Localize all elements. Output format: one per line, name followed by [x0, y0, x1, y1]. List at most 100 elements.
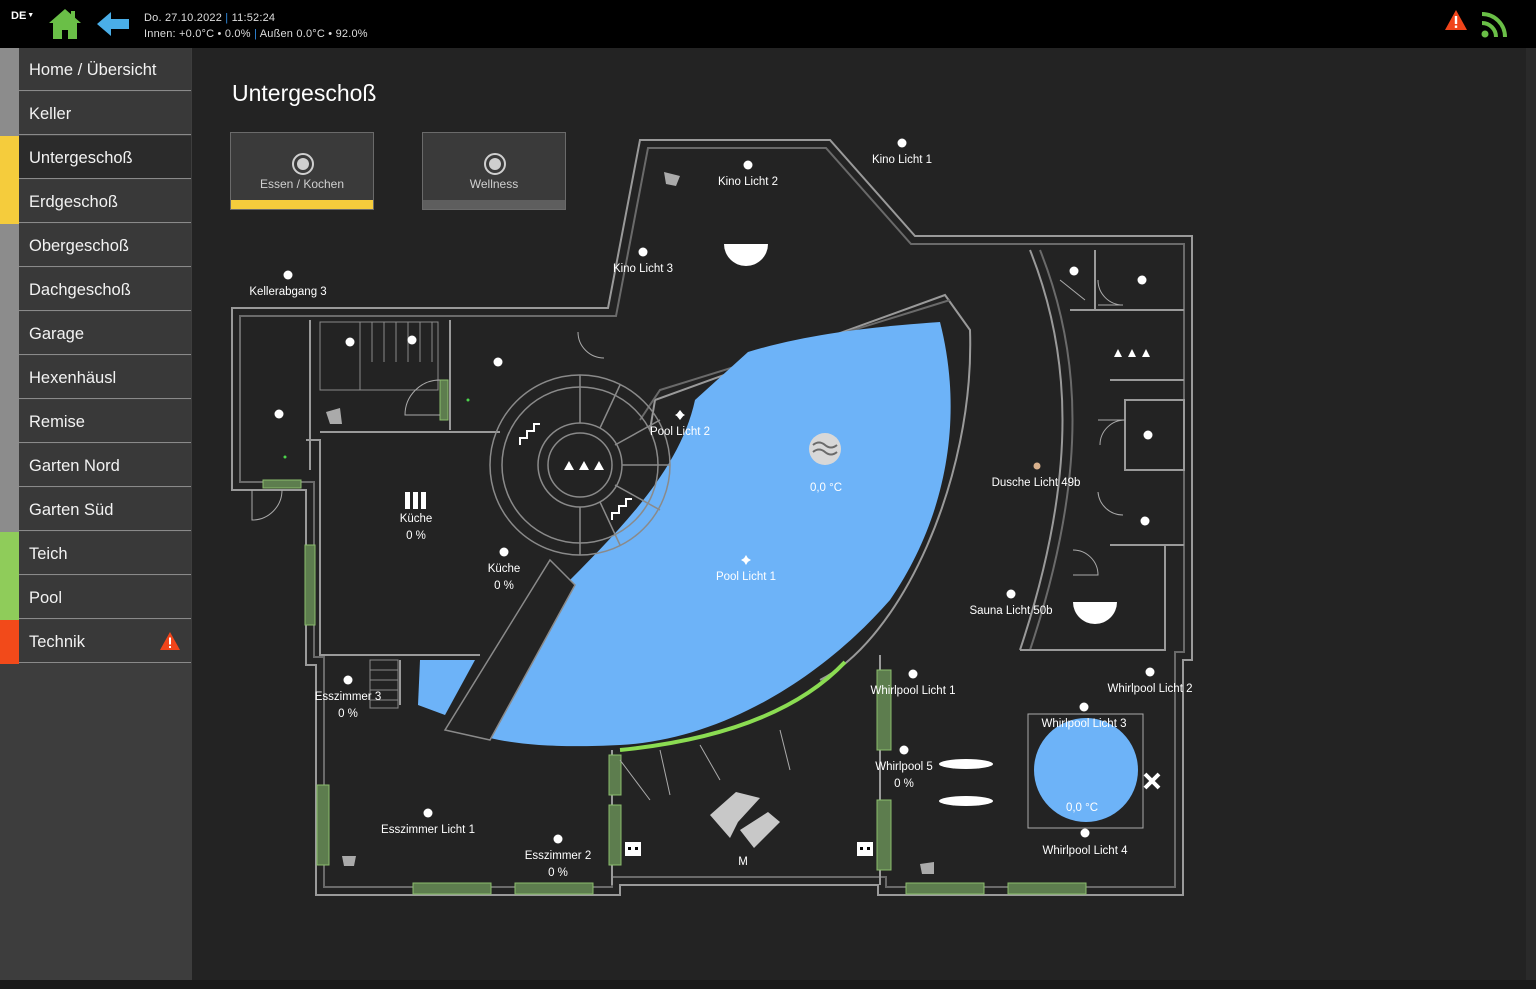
sidebar-item-pool[interactable]: Pool [0, 576, 192, 620]
sensor-dot [283, 455, 287, 459]
sidebar-item-label: Garten Nord [29, 457, 120, 475]
date-time-climate: Do. 27.10.2022 | 11:52:24 Innen: +0.0°C … [144, 12, 368, 40]
whirlpool-basin [1034, 718, 1138, 822]
star-light-icon[interactable] [675, 410, 751, 565]
sidebar-item-color-strip [0, 488, 19, 532]
warning-triangle-icon[interactable] [1444, 9, 1468, 31]
whirlpool-frame [1027, 713, 1144, 829]
sidebar-item-label: Teich [29, 545, 68, 563]
pool-basin-corner [418, 660, 475, 715]
climate-outside: Außen 0.0°C • 92.0% [259, 28, 368, 40]
spotlight-icon[interactable] [724, 244, 1117, 624]
sidebar-item-color-strip [0, 312, 19, 356]
scene-label: Essen / Kochen [259, 177, 345, 191]
bell-icon[interactable] [326, 172, 934, 874]
light-group-icon[interactable] [564, 349, 1150, 470]
scroll-edge [1526, 48, 1536, 980]
kino-licht-2-label: Kino Licht 2 [718, 176, 778, 188]
sidebar-item-color-strip [0, 532, 19, 576]
warning-triangle-icon [160, 632, 180, 650]
sidebar-item-home-übersicht[interactable]: Home / Übersicht [0, 48, 192, 92]
sidebar-item-untergeschoß[interactable]: Untergeschoß [0, 136, 192, 180]
sidebar-item-label: Garage [29, 325, 85, 343]
whirlpool-licht-4-label: Whirlpool Licht 4 [1042, 845, 1128, 857]
blinds-icon[interactable] [405, 492, 426, 509]
floorplan: Kino Licht 1 Kino Licht 2 Kino Licht 3 K… [231, 138, 1193, 896]
sidebar-item-remise[interactable]: Remise [0, 400, 192, 444]
scene-button-essen-kochen[interactable]: Essen / Kochen [230, 132, 374, 210]
house-icon[interactable] [47, 6, 83, 42]
kino-licht-3-label: Kino Licht 3 [613, 263, 673, 275]
esszimmer-2-label: Esszimmer 2 [525, 850, 591, 862]
radio-ring-icon [484, 153, 506, 175]
sauna-licht-label: Sauna Licht 50b [969, 605, 1052, 617]
kueche-blinds-value: 0 % [406, 530, 426, 542]
whirlpool-licht-2-label: Whirlpool Licht 2 [1107, 683, 1192, 695]
whirlpool-licht-1-label: Whirlpool Licht 1 [870, 685, 955, 697]
esszimmer-3-label: Esszimmer 3 [315, 691, 381, 703]
sidebar-item-garten-süd[interactable]: Garten Süd [0, 488, 192, 532]
sidebar-item-keller[interactable]: Keller [0, 92, 192, 136]
sidebar-item-label: Home / Übersicht [29, 61, 157, 79]
outlet-icon[interactable] [625, 842, 873, 856]
sidebar-item-color-strip [0, 576, 19, 620]
stair-ramp [443, 558, 576, 741]
sidebar-item-label: Hexenhäusl [29, 369, 117, 387]
light-dot[interactable] [274, 138, 1155, 844]
esszimmer-licht-1-label: Esszimmer Licht 1 [381, 824, 475, 836]
scene-button-wellness[interactable]: Wellness [422, 132, 566, 210]
spiral-staircase [489, 374, 671, 556]
sidebar-item-label: Technik [29, 633, 85, 651]
sidebar-item-dachgeschoß[interactable]: Dachgeschoß [0, 268, 192, 312]
whirlpool-5-label: Whirlpool 5 [875, 761, 933, 773]
sidebar-item-label: Obergeschoß [29, 237, 129, 255]
sensor-dot [466, 398, 470, 402]
radio-ring-icon [292, 153, 314, 175]
sidebar-item-garten-nord[interactable]: Garten Nord [0, 444, 192, 488]
top-bar: DE▼ Do. 27.10.2022 | 11:52:24 Innen: +0.… [0, 0, 1536, 48]
pool-licht-1-label: Pool Licht 1 [716, 571, 776, 583]
sidebar-item-label: Remise [29, 413, 85, 431]
pool-licht-2-label: Pool Licht 2 [650, 426, 710, 438]
sidebar-item-garage[interactable]: Garage [0, 312, 192, 356]
time: 11:52:24 [231, 12, 276, 24]
arrow-left-icon[interactable] [95, 10, 131, 38]
sidebar-item-technik[interactable]: Technik [0, 620, 192, 664]
nozzle-icon[interactable] [939, 759, 993, 806]
sidebar-item-color-strip [0, 400, 19, 444]
pool-edge [619, 660, 847, 752]
scene-status-bar [231, 200, 373, 209]
rss-signal-icon[interactable] [1480, 11, 1508, 39]
sidebar-item-color-strip [0, 620, 19, 664]
page-title: Untergeschoß [232, 80, 377, 106]
sidebar-item-color-strip [0, 268, 19, 312]
sidebar-item-obergeschoß[interactable]: Obergeschoß [0, 224, 192, 268]
sidebar-item-teich[interactable]: Teich [0, 532, 192, 576]
wave-icon[interactable] [809, 433, 841, 465]
sidebar-item-hexenhäusl[interactable]: Hexenhäusl [0, 356, 192, 400]
sidebar-item-color-strip [0, 444, 19, 488]
sidebar-item-color-strip [0, 92, 19, 136]
sidebar-item-label: Keller [29, 105, 72, 123]
light-dot-warm[interactable] [1033, 462, 1041, 470]
pool-basin [490, 322, 951, 747]
lawnmower-icon[interactable] [710, 792, 780, 848]
doors [251, 279, 1126, 801]
kueche-label: Küche [488, 563, 521, 575]
pool-temperature: 0,0 °C [810, 482, 842, 494]
kueche-value: 0 % [494, 580, 514, 592]
kellerabgang-3-label: Kellerabgang 3 [249, 286, 326, 298]
sidebar-item-color-strip [0, 356, 19, 400]
sidebar-item-erdgeschoß[interactable]: Erdgeschoß [0, 180, 192, 224]
esszimmer-2-value: 0 % [548, 867, 568, 879]
scene-status-bar [423, 200, 565, 209]
walls [231, 139, 1193, 896]
sidebar-item-color-strip [0, 224, 19, 268]
kueche-blinds-label: Küche [400, 513, 433, 525]
language-selector[interactable]: DE▼ [11, 10, 35, 22]
straight-staircase [319, 321, 439, 709]
fan-icon[interactable] [1143, 772, 1161, 790]
sidebar-item-label: Dachgeschoß [29, 281, 131, 299]
whirlpool-5-value: 0 % [894, 778, 914, 790]
